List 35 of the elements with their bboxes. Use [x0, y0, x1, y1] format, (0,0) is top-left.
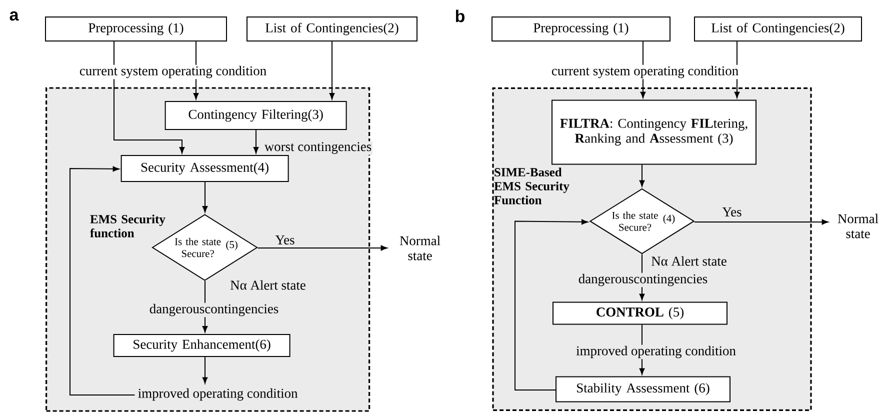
arrow — [114, 41, 185, 154]
process-box: Contingency Filtering(3) — [164, 101, 347, 130]
edge-label: current system operating condition — [78, 64, 268, 80]
panel-letter: b — [456, 10, 464, 22]
edge-label: improved operating condition — [575, 344, 737, 360]
process-box: Security Assessment(4) — [120, 155, 289, 182]
arrow — [639, 164, 645, 187]
arrow — [202, 182, 208, 212]
arrow — [694, 219, 828, 225]
process-box: Preprocessing (1) — [492, 16, 670, 42]
arrow — [329, 41, 335, 100]
panel-letter: a — [10, 11, 19, 21]
process-box: Stability Assessment (6) — [556, 376, 730, 402]
flow-text: Normal state — [400, 236, 440, 260]
edge-label: dangerouscontingencies — [148, 302, 280, 318]
flow-text: improved operating condition — [138, 388, 298, 401]
edge-label: worst contingencies — [263, 141, 373, 155]
flow-text: Normal state — [838, 214, 878, 238]
arrow — [514, 219, 588, 390]
edge-label: Yes — [721, 206, 743, 218]
process-box: CONTROL (5) — [552, 302, 728, 325]
edge-label: Yes — [274, 234, 296, 246]
edge-label: current system operating condition — [550, 64, 740, 80]
process-box: List of Contingencies(2) — [694, 16, 862, 42]
process-box: FILTRA: Contingency FILtering, Ranking and Assessment (3) — [552, 100, 756, 165]
arrow — [257, 245, 388, 251]
edge-label: dangerouscontingencies — [577, 272, 709, 288]
branch-label: Nα Alert state — [650, 255, 728, 267]
arrow — [253, 130, 259, 154]
process-box: List of Contingencies(2) — [246, 16, 418, 42]
process-box: Preprocessing (1) — [45, 16, 227, 42]
branch-label: Nα Alert state — [229, 279, 307, 291]
arrow — [70, 166, 136, 396]
process-box: Security Enhancement(6) — [113, 334, 290, 357]
arrow — [202, 356, 208, 384]
